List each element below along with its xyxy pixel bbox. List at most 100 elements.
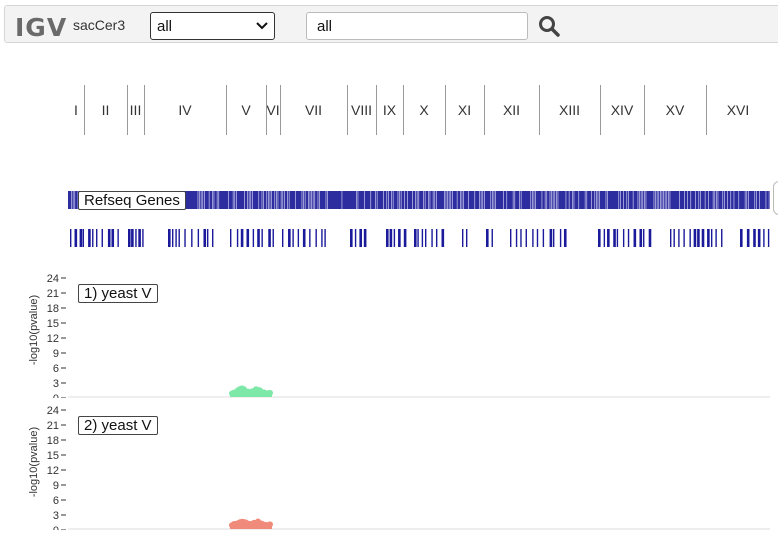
- gene-density-gap: [660, 191, 661, 209]
- gene-density-gap: [447, 191, 448, 209]
- gene-feature: [693, 229, 697, 247]
- gene-density-gap: [552, 191, 554, 209]
- gene-density-gap: [418, 191, 420, 209]
- chromosome-select-value: all: [157, 18, 173, 35]
- gene-feature: [350, 229, 353, 247]
- gene-density-gap: [480, 191, 482, 209]
- chromosome-XV[interactable]: XV: [665, 102, 685, 118]
- gene-density-gap: [319, 191, 320, 209]
- chromosome-XII[interactable]: XII: [502, 102, 521, 118]
- gene-feature: [425, 229, 427, 247]
- gene-feature: [598, 229, 601, 247]
- chromosome-XIII[interactable]: XIII: [558, 102, 581, 118]
- gwas-track-label[interactable]: 2) yeast V: [78, 416, 158, 435]
- chromosome-VI[interactable]: VI: [266, 102, 280, 118]
- gene-feature: [135, 229, 137, 247]
- gene-feature: [184, 229, 186, 247]
- gene-density-gap: [460, 191, 461, 209]
- chromosome-select[interactable]: all: [150, 12, 275, 40]
- gene-density-gap: [218, 191, 220, 209]
- y-tick-label: 24: [47, 405, 59, 417]
- gene-density-gap: [618, 191, 620, 209]
- gene-density-gap: [690, 191, 692, 209]
- gene-feature: [525, 229, 527, 247]
- chromosome-X[interactable]: X: [419, 102, 429, 118]
- gene-density-gap: [632, 191, 634, 209]
- gene-density-gap: [436, 191, 437, 209]
- gene-feature: [639, 229, 643, 247]
- gene-density-gap: [461, 191, 463, 209]
- gene-feature: [697, 229, 700, 247]
- chromosome-VII[interactable]: VII: [304, 102, 323, 118]
- chromosome-separator: [144, 85, 145, 135]
- gene-feature: [441, 229, 445, 247]
- gene-feature: [465, 229, 468, 247]
- gene-density-gap: [468, 191, 469, 209]
- chromosome-IV[interactable]: IV: [178, 102, 192, 118]
- gene-density-gap: [722, 191, 724, 209]
- gene-feature: [354, 229, 357, 247]
- gene-density-gap: [623, 191, 624, 209]
- gene-density-gap: [605, 191, 607, 209]
- chromosome-III[interactable]: III: [129, 102, 142, 118]
- gene-density-gap: [532, 191, 533, 209]
- gene-density-gap: [655, 191, 656, 209]
- chromosome-XIV[interactable]: XIV: [610, 102, 634, 118]
- refseq-genes-label[interactable]: Refseq Genes: [78, 191, 186, 210]
- gene-density-gap: [327, 191, 328, 209]
- gene-density-gap: [258, 191, 260, 209]
- gene-density-gap: [200, 191, 202, 209]
- gene-density-gap: [599, 191, 600, 209]
- gene-density-gap: [663, 191, 664, 209]
- chromosome-V[interactable]: V: [241, 102, 251, 118]
- search-icon[interactable]: [537, 14, 561, 38]
- locus-search-input[interactable]: [306, 12, 528, 40]
- gene-density-gap: [463, 191, 464, 209]
- chromosome-I[interactable]: I: [74, 102, 78, 118]
- chromosome-separator: [484, 85, 485, 135]
- gene-density-gap: [311, 191, 312, 209]
- gene-feature: [746, 229, 750, 247]
- gene-feature: [309, 229, 311, 247]
- gene-feature: [431, 229, 433, 247]
- gene-feature: [288, 229, 291, 247]
- y-tick-label: 21: [47, 288, 59, 300]
- genome-label[interactable]: sacCer3: [73, 17, 126, 33]
- gene-density-gap: [664, 191, 666, 209]
- gene-density-gap: [268, 191, 269, 209]
- chromosome-XVI[interactable]: XVI: [726, 102, 750, 118]
- gene-density-gap: [287, 191, 288, 209]
- gene-density-gap: [597, 191, 599, 209]
- gene-density-gap: [556, 191, 557, 209]
- chromosome-IX[interactable]: IX: [382, 102, 397, 118]
- scroll-handle[interactable]: [773, 181, 778, 215]
- gene-density-gap: [213, 191, 215, 209]
- gene-feature: [324, 229, 326, 247]
- gene-feature: [613, 229, 616, 247]
- gene-density-gap: [759, 191, 760, 209]
- chromosome-VIII[interactable]: VIII: [350, 102, 373, 118]
- gene-density-gap: [448, 191, 450, 209]
- gene-density-gap: [407, 191, 408, 209]
- gene-feature: [297, 229, 300, 247]
- gene-density-gap: [452, 191, 453, 209]
- chromosome-separator: [644, 85, 645, 135]
- chromosome-II[interactable]: II: [101, 102, 110, 118]
- gene-feature: [363, 229, 367, 247]
- gene-feature: [486, 229, 489, 247]
- gene-density-gap: [228, 191, 229, 209]
- gene-feature: [111, 229, 115, 247]
- gene-density-gap: [456, 191, 458, 209]
- gene-density-gap: [71, 191, 72, 209]
- gene-density-gap: [695, 191, 696, 209]
- gene-feature: [515, 229, 518, 247]
- gene-feature: [236, 229, 239, 247]
- gene-density-gap: [244, 191, 245, 209]
- gene-density-gap: [392, 191, 394, 209]
- chromosome-XI[interactable]: XI: [457, 102, 472, 118]
- gene-density-gap: [712, 191, 714, 209]
- gwas-track-label[interactable]: 1) yeast V: [78, 284, 158, 303]
- gene-density-gap: [716, 191, 717, 209]
- gene-density-gap: [399, 191, 400, 209]
